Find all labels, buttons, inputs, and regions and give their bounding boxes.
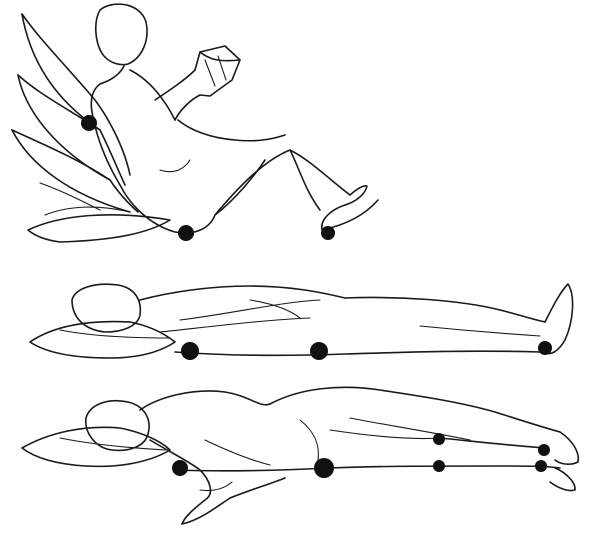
pressure-point-sacrum (310, 342, 328, 360)
pressure-point-shoulder-blade (81, 115, 97, 131)
pressure-point-occiput (181, 342, 199, 360)
pressure-point-ear (172, 460, 188, 476)
pressure-point-lower-knee (433, 460, 445, 472)
panel-semi-reclined-reading (12, 4, 378, 242)
pressure-point-upper-ankle (538, 444, 550, 456)
pressure-point-hip (314, 458, 334, 478)
pressure-point-sacrum (178, 225, 194, 241)
pressure-point-lower-ankle (535, 460, 547, 472)
panel-supine (30, 284, 573, 360)
panel-lateral (22, 387, 578, 524)
pressure-point-heel (538, 341, 552, 355)
reading-figure (91, 4, 378, 233)
pressure-point-heel (321, 226, 335, 240)
pressure-point-upper-knee (433, 433, 445, 445)
pillow (30, 322, 175, 358)
